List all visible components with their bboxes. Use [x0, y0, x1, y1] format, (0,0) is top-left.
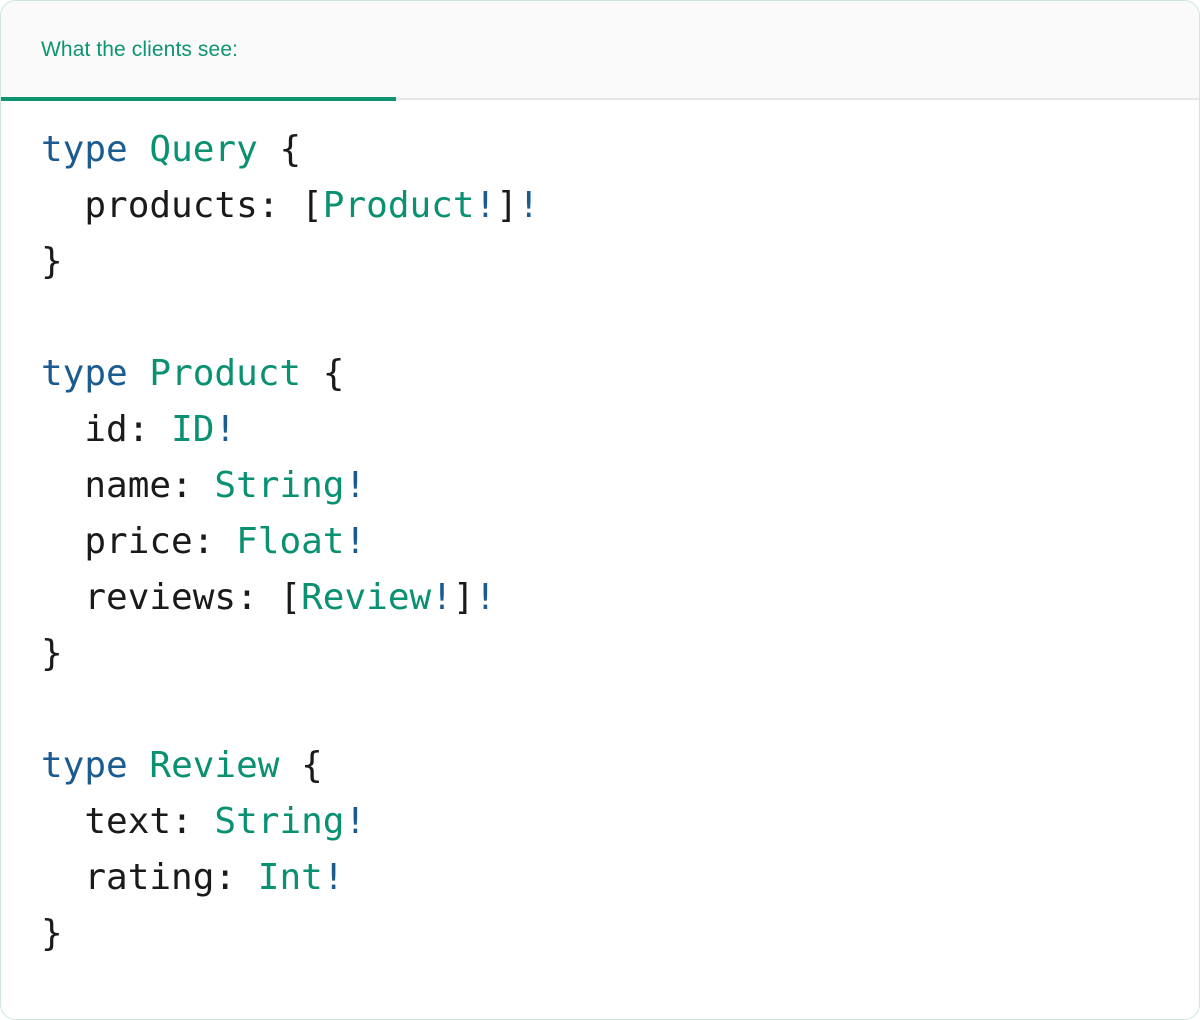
code-token-bang: !: [431, 577, 453, 618]
code-line: }: [41, 913, 63, 954]
code-token-punc: :: [257, 185, 302, 226]
code-token-field: price: [84, 521, 193, 562]
code-token-bang: !: [344, 465, 367, 506]
code-token-punc: [41, 185, 84, 226]
code-token-field: id: [84, 409, 128, 450]
code-token-type: Product: [322, 185, 475, 226]
code-token-punc: [41, 409, 84, 450]
tab-what-the-clients-see[interactable]: What the clients see:: [1, 1, 396, 101]
card-header-tabbar: What the clients see:: [1, 1, 1199, 101]
code-token-punc: :: [192, 521, 237, 562]
code-token-punc: {: [279, 129, 302, 170]
code-token-punc: [: [301, 185, 323, 226]
code-token-punc: }: [41, 913, 63, 954]
code-token-punc: :: [214, 857, 258, 898]
code-token-bang: !: [474, 577, 497, 618]
code-token-punc: [41, 801, 84, 842]
code-token-field: name: [84, 465, 172, 506]
code-token-kw: type: [41, 745, 128, 786]
code-token-field: text: [84, 801, 172, 842]
code-token-type: String: [214, 801, 345, 842]
code-line: reviews: [Review!]!: [41, 577, 496, 618]
code-token-punc: [301, 353, 323, 394]
code-token-bang: !: [214, 409, 237, 450]
code-line: }: [41, 241, 63, 282]
code-token-type: Int: [257, 857, 323, 898]
code-token-punc: [128, 129, 150, 170]
tab-active-underline: [1, 97, 396, 101]
code-token-punc: :: [171, 801, 215, 842]
code-token-type: ID: [171, 409, 215, 450]
code-token-punc: [41, 521, 84, 562]
code-token-punc: [41, 857, 84, 898]
code-line: text: String!: [41, 801, 366, 842]
code-token-bang: !: [474, 185, 497, 226]
code-token-type: Product: [149, 353, 302, 394]
code-token-punc: [279, 745, 301, 786]
code-line: type Product {: [41, 353, 344, 394]
code-token-bang: !: [344, 801, 367, 842]
code-token-type: Review: [149, 745, 280, 786]
code-token-punc: [41, 465, 84, 506]
code-token-punc: }: [41, 633, 63, 674]
tab-label: What the clients see:: [41, 37, 239, 61]
code-token-field: reviews: [84, 577, 237, 618]
code-token-kw: type: [41, 353, 128, 394]
code-line: id: ID!: [41, 409, 236, 450]
code-token-punc: :: [171, 465, 215, 506]
code-token-type: String: [214, 465, 345, 506]
code-token-punc: [128, 745, 150, 786]
code-body: type Query { products: [Product!]! } typ…: [1, 100, 1199, 1019]
code-token-punc: }: [41, 241, 63, 282]
code-token-punc: :: [236, 577, 280, 618]
code-line: rating: Int!: [41, 857, 344, 898]
code-line: type Review {: [41, 745, 323, 786]
code-token-type: Float: [236, 521, 345, 562]
code-line: price: Float!: [41, 521, 366, 562]
code-token-field: products: [84, 185, 258, 226]
code-token-punc: [128, 353, 150, 394]
code-token-bang: !: [517, 185, 540, 226]
code-root: type Query { products: [Product!]! } typ…: [41, 129, 540, 954]
code-token-type: Query: [149, 129, 258, 170]
code-line: name: String!: [41, 465, 366, 506]
code-line: }: [41, 633, 63, 674]
code-token-type: Review: [301, 577, 432, 618]
code-token-bang: !: [322, 857, 345, 898]
code-token-punc: ]: [452, 577, 475, 618]
code-token-punc: :: [127, 409, 172, 450]
code-token-bang: !: [344, 521, 367, 562]
code-token-field: rating: [84, 857, 215, 898]
code-line: products: [Product!]!: [41, 185, 540, 226]
code-token-punc: {: [301, 745, 323, 786]
code-line: type Query {: [41, 129, 301, 170]
code-token-punc: [: [279, 577, 302, 618]
code-token-punc: [41, 577, 84, 618]
code-token-punc: [258, 129, 280, 170]
graphql-schema-code: type Query { products: [Product!]! } typ…: [41, 122, 1159, 962]
code-token-punc: {: [322, 353, 345, 394]
code-token-kw: type: [41, 129, 128, 170]
code-token-punc: ]: [496, 185, 518, 226]
